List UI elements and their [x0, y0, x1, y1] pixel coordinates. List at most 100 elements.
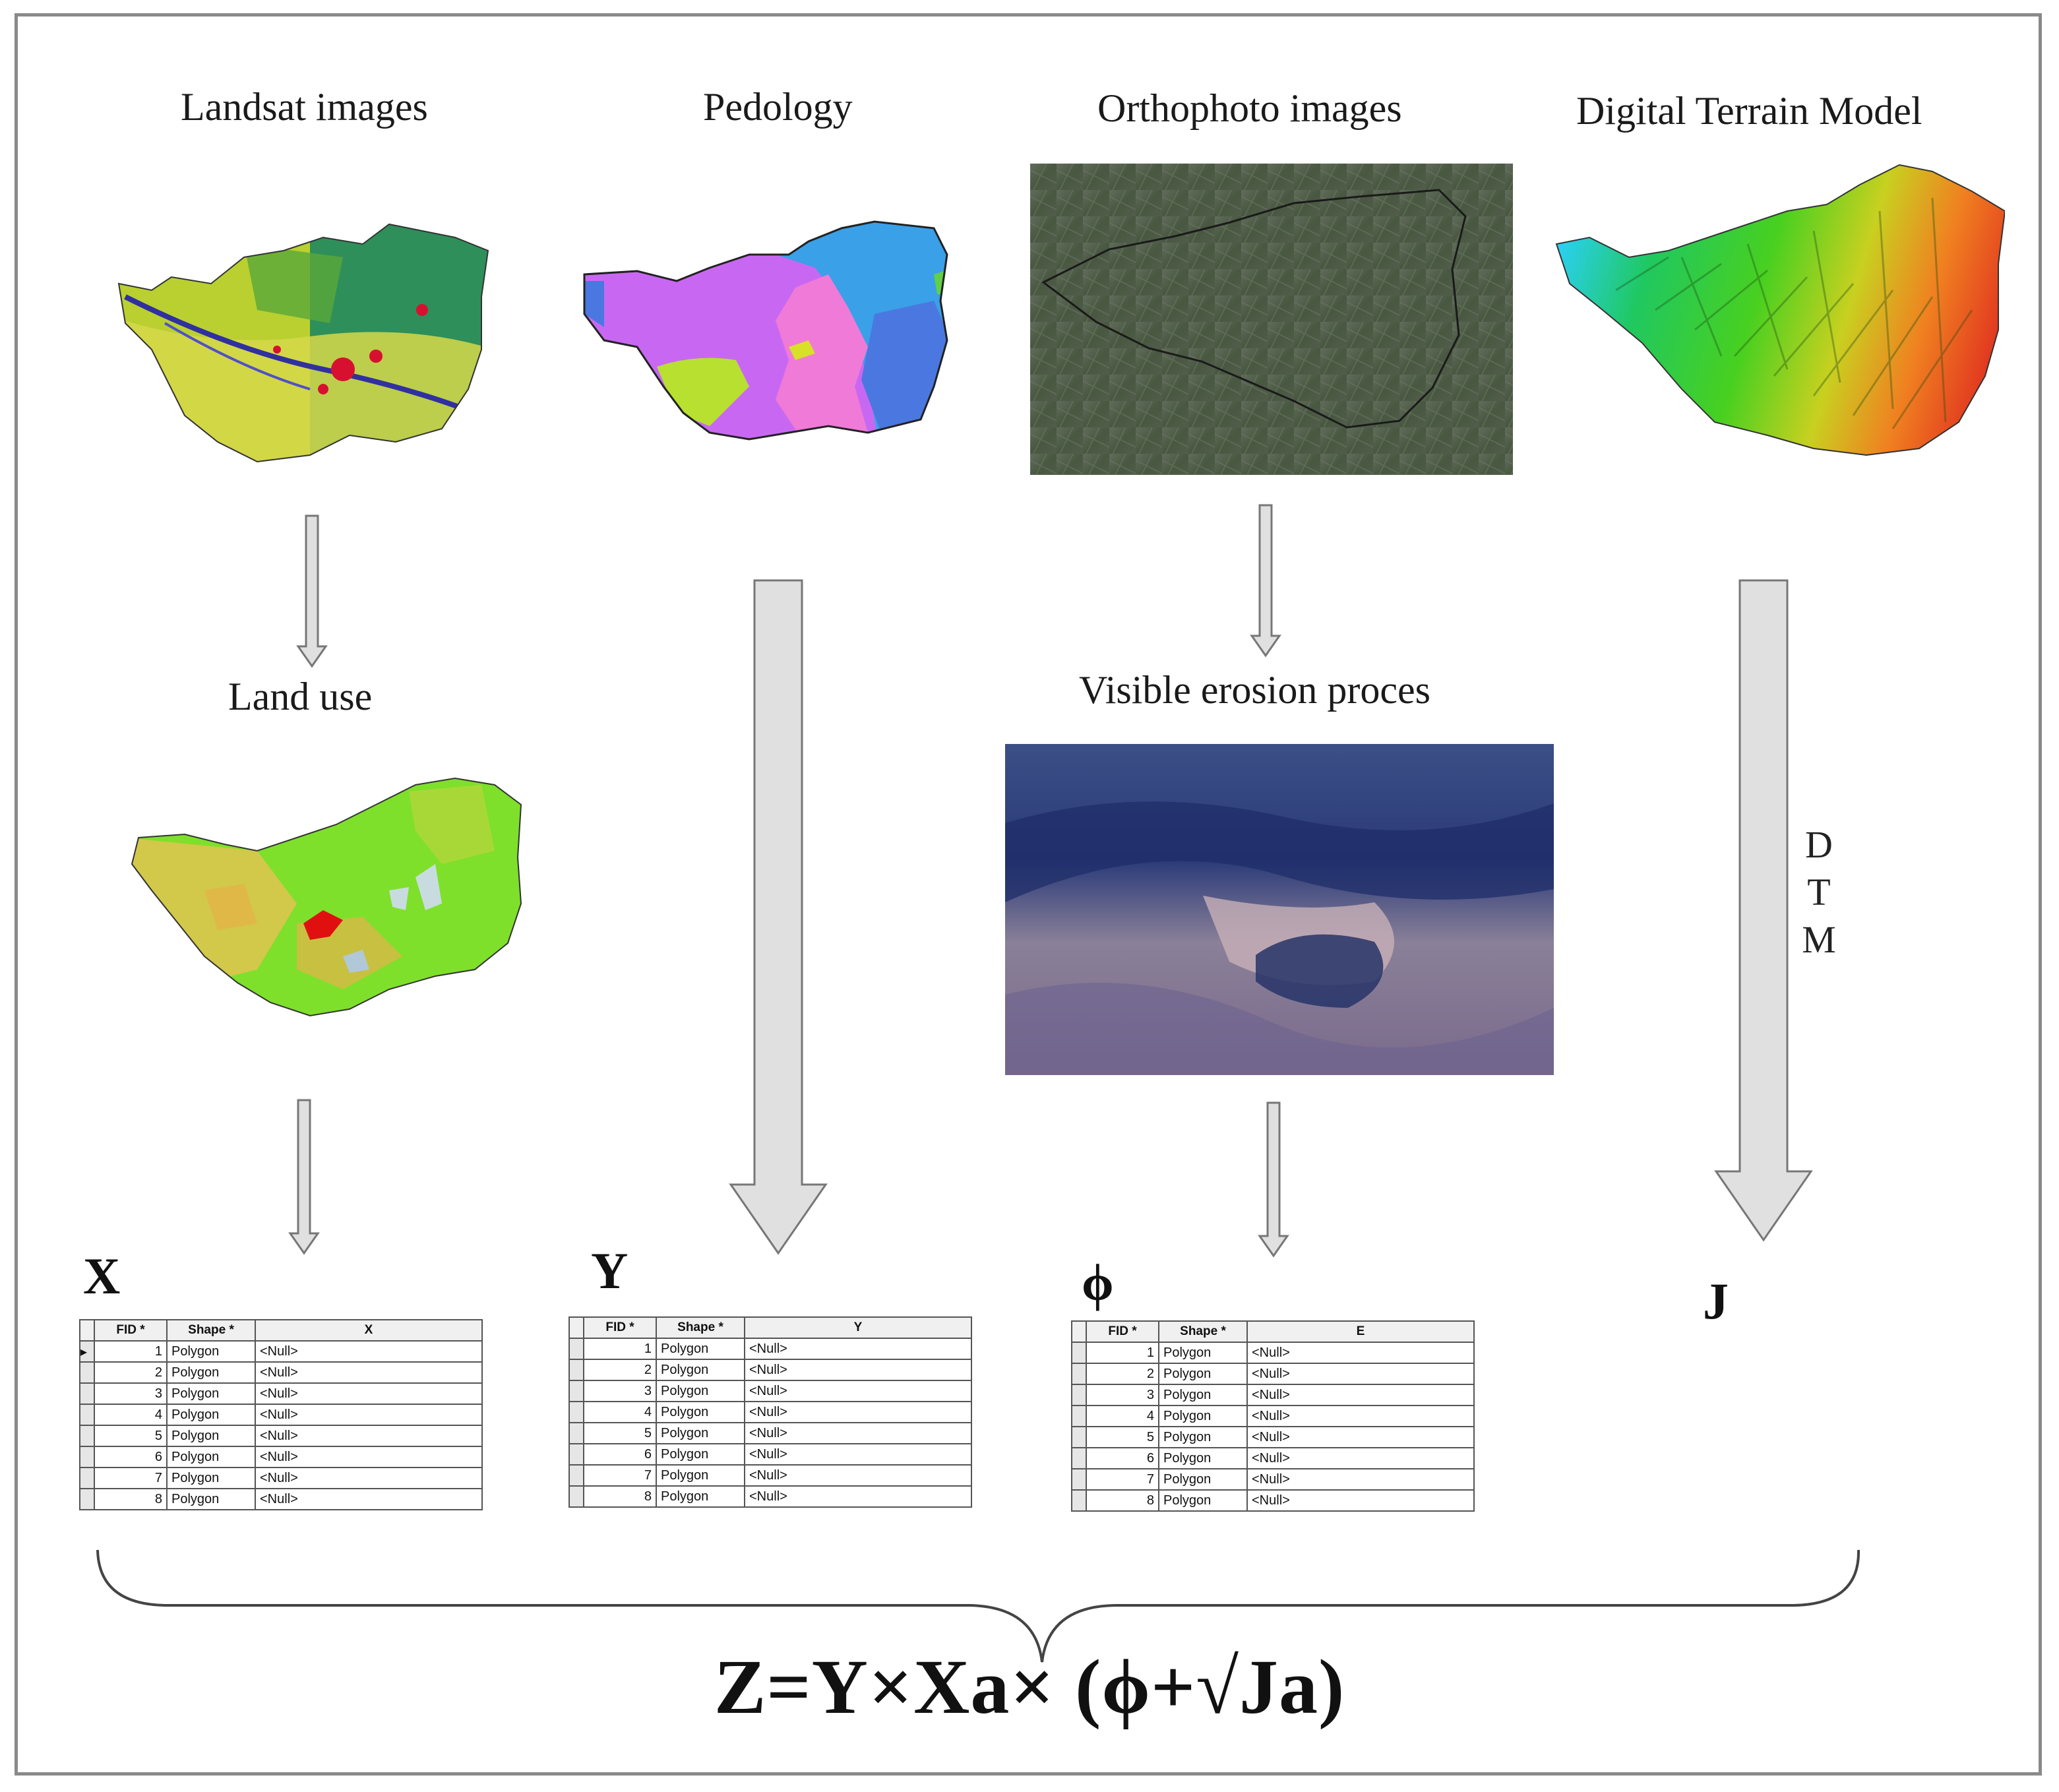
cell-fid[interactable]: 3 — [1086, 1384, 1159, 1406]
cell-shape[interactable]: Polygon — [1158, 1489, 1248, 1512]
cell-value[interactable]: <Null> — [255, 1382, 483, 1405]
cell-fid[interactable]: 4 — [94, 1404, 168, 1426]
row-selector[interactable] — [569, 1401, 584, 1423]
cell-value[interactable]: <Null> — [744, 1401, 972, 1423]
column-header-shape[interactable]: Shape * — [1158, 1320, 1248, 1343]
column-header-y[interactable]: Y — [744, 1316, 972, 1339]
cell-shape[interactable]: Polygon — [166, 1467, 256, 1489]
cell-value[interactable]: <Null> — [744, 1485, 972, 1508]
cell-fid[interactable]: 1 — [1086, 1342, 1159, 1364]
cell-shape[interactable]: Polygon — [1158, 1384, 1248, 1406]
row-selector[interactable] — [79, 1467, 95, 1489]
cell-shape[interactable]: Polygon — [166, 1382, 256, 1405]
cell-value[interactable]: <Null> — [1246, 1405, 1475, 1427]
cell-value[interactable]: <Null> — [1246, 1384, 1475, 1406]
cell-fid[interactable]: 8 — [1086, 1489, 1159, 1512]
row-selector[interactable] — [79, 1425, 95, 1447]
cell-value[interactable]: <Null> — [744, 1464, 972, 1487]
column-header-fid[interactable]: FID * — [94, 1319, 168, 1342]
row-selector[interactable] — [1071, 1468, 1087, 1491]
cell-value[interactable]: <Null> — [255, 1425, 483, 1447]
cell-shape[interactable]: Polygon — [656, 1401, 745, 1423]
row-selector[interactable] — [1071, 1426, 1087, 1448]
cell-fid[interactable]: 1 — [583, 1338, 657, 1360]
cell-value[interactable]: <Null> — [1246, 1342, 1475, 1364]
column-header-shape[interactable]: Shape * — [166, 1319, 256, 1342]
cell-fid[interactable]: 5 — [1086, 1426, 1159, 1448]
cell-value[interactable]: <Null> — [744, 1359, 972, 1381]
cell-fid[interactable]: 2 — [1086, 1363, 1159, 1385]
cell-shape[interactable]: Polygon — [1158, 1426, 1248, 1448]
row-selector[interactable] — [1071, 1342, 1087, 1364]
cell-fid[interactable]: 2 — [583, 1359, 657, 1381]
cell-value[interactable]: <Null> — [1246, 1447, 1475, 1469]
row-selector[interactable] — [79, 1446, 95, 1468]
row-selector[interactable]: ▸ — [79, 1340, 95, 1363]
cell-shape[interactable]: Polygon — [656, 1443, 745, 1466]
column-header-fid[interactable]: FID * — [583, 1316, 657, 1339]
cell-fid[interactable]: 5 — [583, 1422, 657, 1444]
cell-shape[interactable]: Polygon — [166, 1340, 256, 1363]
row-selector[interactable] — [1071, 1384, 1087, 1406]
row-selector[interactable] — [569, 1464, 584, 1487]
cell-fid[interactable]: 8 — [583, 1485, 657, 1508]
cell-fid[interactable]: 6 — [1086, 1447, 1159, 1469]
cell-value[interactable]: <Null> — [255, 1361, 483, 1384]
cell-shape[interactable]: Polygon — [166, 1488, 256, 1510]
cell-value[interactable]: <Null> — [255, 1488, 483, 1510]
cell-fid[interactable]: 4 — [583, 1401, 657, 1423]
cell-fid[interactable]: 7 — [583, 1464, 657, 1487]
cell-value[interactable]: <Null> — [255, 1446, 483, 1468]
row-selector[interactable] — [569, 1380, 584, 1402]
cell-fid[interactable]: 3 — [94, 1382, 168, 1405]
cell-shape[interactable]: Polygon — [166, 1425, 256, 1447]
cell-shape[interactable]: Polygon — [656, 1380, 745, 1402]
row-selector[interactable] — [79, 1404, 95, 1426]
cell-fid[interactable]: 7 — [1086, 1468, 1159, 1491]
row-selector[interactable] — [1071, 1447, 1087, 1469]
cell-shape[interactable]: Polygon — [656, 1422, 745, 1444]
cell-shape[interactable]: Polygon — [1158, 1447, 1248, 1469]
cell-shape[interactable]: Polygon — [1158, 1363, 1248, 1385]
column-header-e[interactable]: E — [1246, 1320, 1475, 1343]
cell-shape[interactable]: Polygon — [1158, 1468, 1248, 1491]
cell-value[interactable]: <Null> — [744, 1422, 972, 1444]
cell-fid[interactable]: 5 — [94, 1425, 168, 1447]
row-selector[interactable] — [569, 1422, 584, 1444]
cell-shape[interactable]: Polygon — [656, 1464, 745, 1487]
cell-shape[interactable]: Polygon — [656, 1359, 745, 1381]
cell-shape[interactable]: Polygon — [656, 1338, 745, 1360]
column-header-fid[interactable]: FID * — [1086, 1320, 1159, 1343]
cell-shape[interactable]: Polygon — [1158, 1342, 1248, 1364]
cell-fid[interactable]: 1 — [94, 1340, 168, 1363]
row-selector[interactable] — [569, 1359, 584, 1381]
cell-shape[interactable]: Polygon — [166, 1404, 256, 1426]
cell-value[interactable]: <Null> — [255, 1340, 483, 1363]
cell-fid[interactable]: 4 — [1086, 1405, 1159, 1427]
cell-fid[interactable]: 8 — [94, 1488, 168, 1510]
column-header-x[interactable]: X — [255, 1319, 483, 1342]
row-selector[interactable] — [569, 1338, 584, 1360]
cell-shape[interactable]: Polygon — [166, 1446, 256, 1468]
cell-value[interactable]: <Null> — [1246, 1363, 1475, 1385]
cell-fid[interactable]: 6 — [583, 1443, 657, 1466]
row-selector[interactable] — [1071, 1489, 1087, 1512]
cell-value[interactable]: <Null> — [744, 1338, 972, 1360]
row-selector[interactable] — [1071, 1405, 1087, 1427]
